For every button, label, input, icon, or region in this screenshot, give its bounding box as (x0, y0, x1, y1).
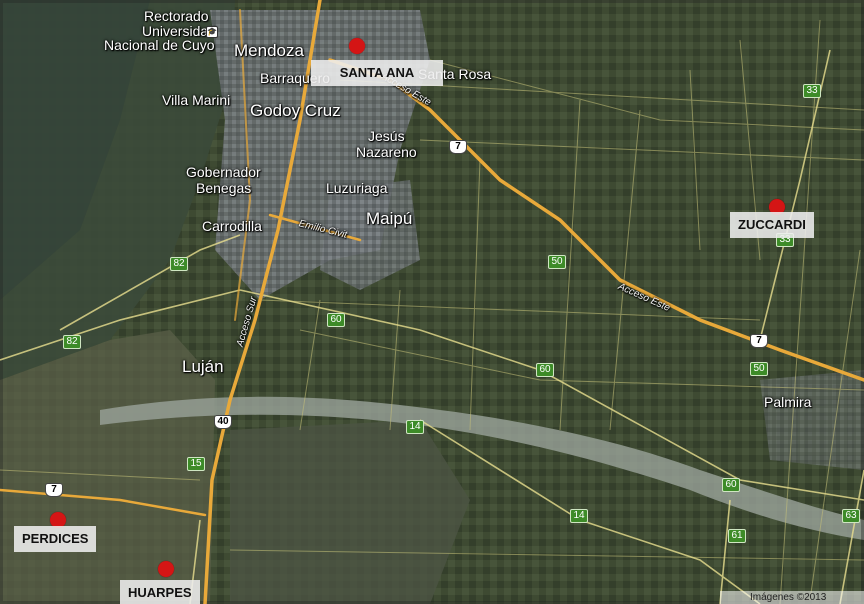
winery-label-huarpes: HUARPES (120, 580, 200, 604)
winery-label-zuccardi: ZUCCARDI (730, 212, 814, 238)
route-shield-50: 50 (750, 362, 768, 376)
route-shield-61: 61 (728, 529, 746, 543)
route-shield-50: 50 (548, 255, 566, 269)
place-label-benegas: Benegas (196, 180, 252, 196)
place-label-rectorado: Rectorado (144, 8, 209, 24)
route-shield-14: 14 (406, 420, 424, 434)
place-label-mendoza: Mendoza (234, 41, 304, 60)
route-shield-40: 40 (214, 415, 232, 429)
place-label-villa-marini: Villa Marini (162, 92, 231, 108)
route-shield-82: 82 (63, 335, 81, 349)
route-shield-82: 82 (170, 257, 188, 271)
winery-label-perdices: PERDICES (14, 526, 97, 552)
university-icon: 🎓 (206, 26, 218, 38)
place-label-nacional-de-cuyo: Nacional de Cuyo (104, 37, 215, 53)
route-shield-7: 7 (449, 140, 467, 154)
place-label-maipu: Maipú (366, 209, 413, 228)
place-label-gobernador: Gobernador (186, 164, 261, 180)
place-label-universidad: Universidad (142, 23, 216, 39)
winery-label-santa-ana: SANTA ANA (311, 60, 443, 86)
place-label-luzuriaga: Luzuriaga (326, 180, 388, 196)
marker-santa-ana[interactable] (349, 38, 365, 54)
place-label-nazareno: Nazareno (356, 144, 417, 160)
route-shield-60: 60 (722, 478, 740, 492)
marker-zuccardi[interactable] (769, 199, 785, 215)
route-shield-33: 33 (803, 84, 821, 98)
imagery-copyright: Imágenes ©2013 (720, 591, 864, 604)
route-shield-60: 60 (327, 313, 345, 327)
place-label-godoy-cruz: Godoy Cruz (250, 101, 341, 120)
route-shield-7: 7 (45, 483, 63, 497)
place-label-lujan: Luján (182, 357, 224, 376)
route-shield-63: 63 (842, 509, 860, 523)
marker-perdices[interactable] (50, 512, 66, 528)
route-shield-14: 14 (570, 509, 588, 523)
route-shield-15: 15 (187, 457, 205, 471)
place-label-palmira: Palmira (764, 394, 812, 410)
marker-huarpes[interactable] (158, 561, 174, 577)
route-shield-7: 7 (750, 334, 768, 348)
place-label-jesus: Jesús (368, 128, 405, 144)
place-label-carrodilla: Carrodilla (202, 218, 262, 234)
route-shield-60: 60 (536, 363, 554, 377)
